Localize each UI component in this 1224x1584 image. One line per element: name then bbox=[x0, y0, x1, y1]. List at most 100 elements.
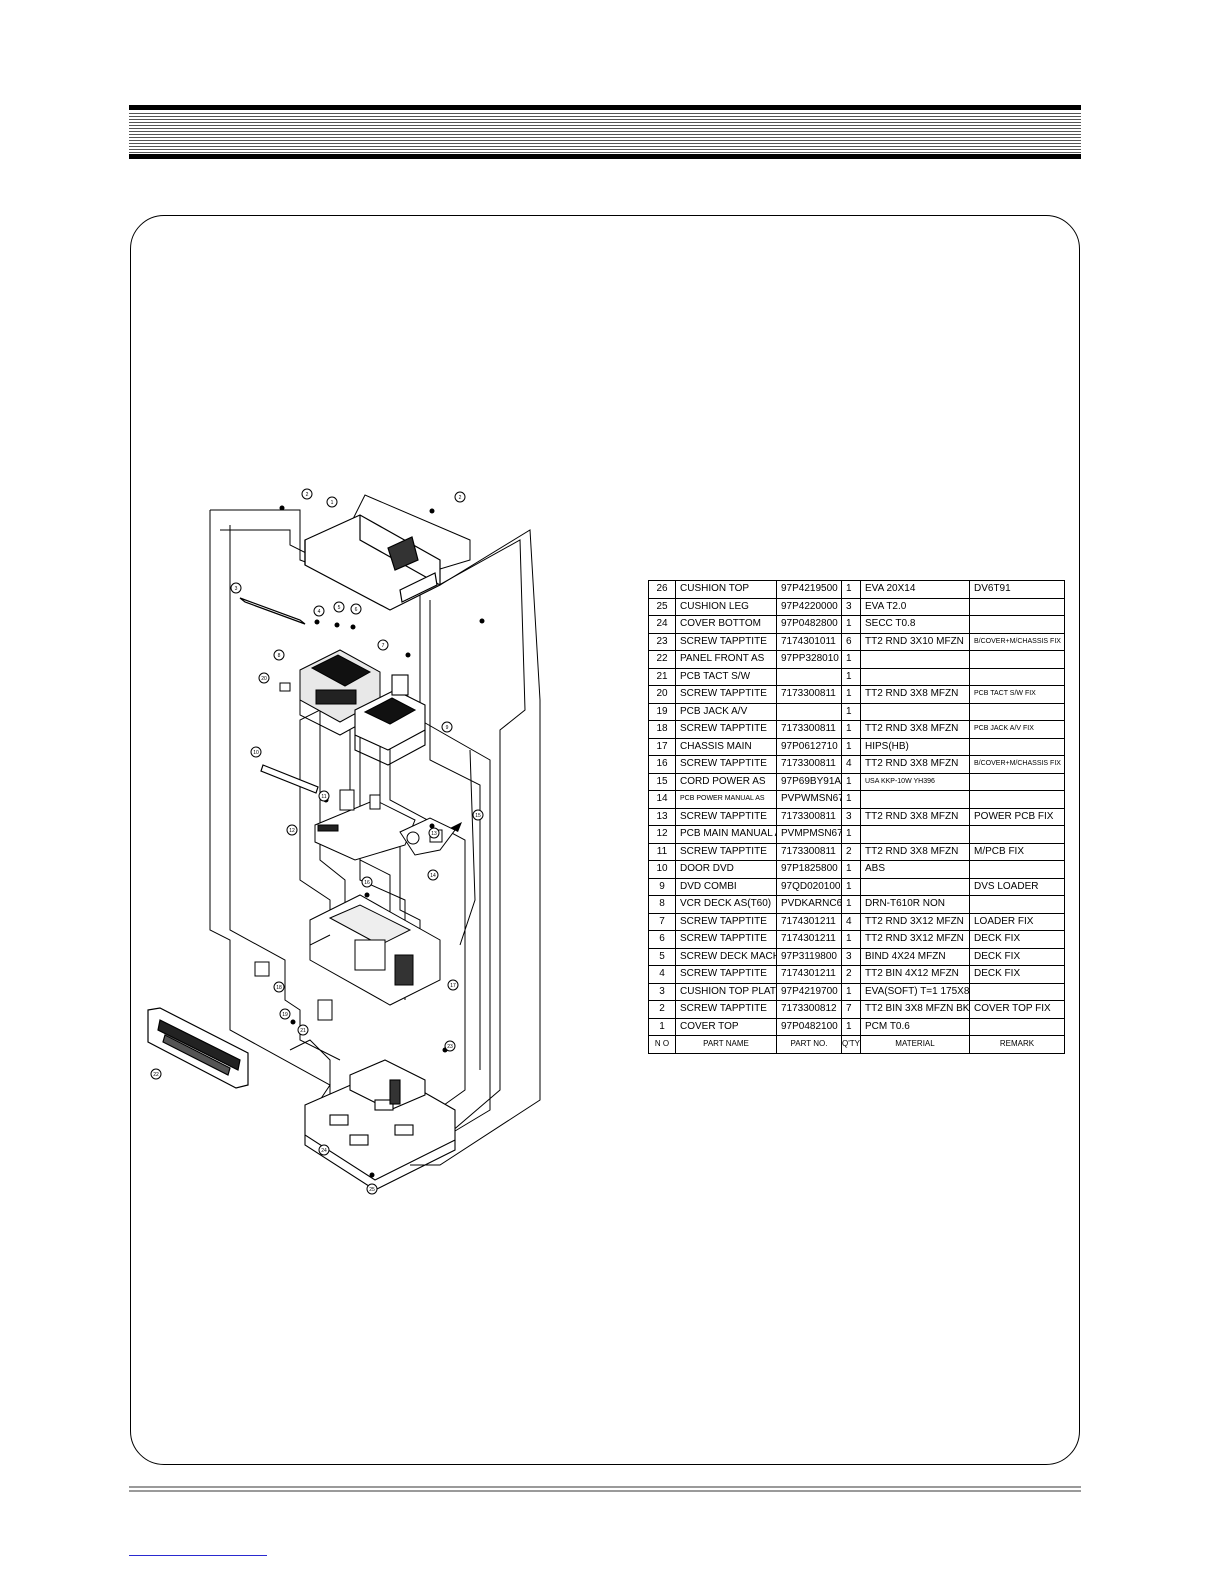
cell-remark: DECK FIX bbox=[969, 947, 1065, 966]
callout-label: 14 bbox=[430, 873, 436, 879]
cell-material: EVA T2.0 bbox=[860, 597, 970, 616]
cell-part-name: CORD POWER AS bbox=[675, 772, 777, 791]
cell-qty: 1 bbox=[841, 860, 861, 879]
cell-part-name: PANEL FRONT AS bbox=[675, 650, 777, 669]
header-no: N O bbox=[648, 1035, 676, 1054]
cell-qty: 3 bbox=[841, 597, 861, 616]
cell-material: SECC T0.8 bbox=[860, 615, 970, 634]
callout-circle bbox=[447, 979, 459, 991]
cell-qty: 1 bbox=[841, 650, 861, 669]
header-bar bbox=[129, 105, 1081, 160]
cell-qty: 1 bbox=[841, 982, 861, 1001]
cell-part-name: SCREW TAPPTITE bbox=[675, 965, 777, 984]
cell-remark: B/COVER+M/CHASSIS FIX bbox=[969, 632, 1065, 651]
cell-remark bbox=[969, 615, 1065, 634]
cell-remark bbox=[969, 702, 1065, 721]
cell-material: TT2 RND 3X8 MFZN bbox=[860, 755, 970, 774]
cell-qty: 1 bbox=[841, 877, 861, 896]
callout-label: 5 bbox=[338, 605, 341, 611]
cell-no: 2 bbox=[648, 1000, 676, 1019]
cell-material: USA KKP-10W YH396 bbox=[860, 772, 970, 791]
callout-label: 7 bbox=[382, 643, 385, 649]
callout-label: 19 bbox=[282, 1012, 288, 1018]
cell-material: TT2 RND 3X8 MFZN bbox=[860, 842, 970, 861]
cell-part-no: 97PP328010 bbox=[776, 650, 842, 669]
callout-circle bbox=[472, 809, 484, 821]
cell-qty: 1 bbox=[841, 737, 861, 756]
cell-qty: 1 bbox=[841, 702, 861, 721]
callout-label: 4 bbox=[318, 609, 321, 615]
cell-part-no: 7174301211 bbox=[776, 965, 842, 984]
cell-part-name: CUSHION LEG bbox=[675, 597, 777, 616]
cell-part-name: CHASSIS MAIN bbox=[675, 737, 777, 756]
cell-remark: M/PCB FIX bbox=[969, 842, 1065, 861]
cell-part-name: PCB TACT S/W bbox=[675, 667, 777, 686]
cell-part-name: SCREW TAPPTITE bbox=[675, 755, 777, 774]
callout-circle bbox=[361, 876, 373, 888]
cell-part-name: PCB MAIN MANUAL AS bbox=[675, 825, 777, 844]
cell-material: TT2 RND 3X8 MFZN bbox=[860, 720, 970, 739]
callout-label: 2 bbox=[306, 492, 309, 498]
cell-part-name: CUSHION TOP bbox=[675, 580, 777, 599]
cell-material: EVA 20X14 bbox=[860, 580, 970, 599]
cell-remark: PCB TACT S/W FIX bbox=[969, 685, 1065, 704]
cell-part-name: CUSHION TOP PLATE bbox=[675, 982, 777, 1001]
cell-remark bbox=[969, 737, 1065, 756]
cell-remark bbox=[969, 790, 1065, 809]
cell-remark bbox=[969, 982, 1065, 1001]
cell-qty: 1 bbox=[841, 720, 861, 739]
cell-qty: 3 bbox=[841, 947, 861, 966]
cell-part-name: PCB JACK A/V bbox=[675, 702, 777, 721]
cell-part-name: SCREW TAPPTITE bbox=[675, 807, 777, 826]
callout-label: 3 bbox=[235, 586, 238, 592]
callout-label: 10 bbox=[253, 750, 259, 756]
cell-no: 5 bbox=[648, 947, 676, 966]
callout-label: 13 bbox=[431, 831, 437, 837]
callout-label: 6 bbox=[355, 607, 358, 613]
callout-circle bbox=[297, 1024, 309, 1036]
cell-qty: 6 bbox=[841, 632, 861, 651]
callout-label: 20 bbox=[261, 676, 267, 682]
callout-circle bbox=[313, 605, 325, 617]
callout-circle bbox=[326, 496, 338, 508]
cell-remark: DECK FIX bbox=[969, 965, 1065, 984]
cell-material bbox=[860, 790, 970, 809]
cell-part-name: SCREW TAPPTITE bbox=[675, 632, 777, 651]
cell-remark bbox=[969, 860, 1065, 879]
callout-circle bbox=[444, 1040, 456, 1052]
callout-label: 8 bbox=[278, 653, 281, 659]
cell-qty: 1 bbox=[841, 895, 861, 914]
cell-no: 25 bbox=[648, 597, 676, 616]
cell-part-no bbox=[776, 702, 842, 721]
cell-no: 26 bbox=[648, 580, 676, 599]
cell-part-no: 97P3119800 bbox=[776, 947, 842, 966]
cell-part-no: PVPWMSN672 bbox=[776, 790, 842, 809]
callout-label: 21 bbox=[300, 1028, 306, 1034]
cell-remark bbox=[969, 667, 1065, 686]
callout-circle bbox=[427, 869, 439, 881]
cell-remark bbox=[969, 895, 1065, 914]
footer-link-underline bbox=[129, 1555, 267, 1556]
cell-qty: 1 bbox=[841, 1017, 861, 1036]
cell-material: TT2 BIN 4X12 MFZN bbox=[860, 965, 970, 984]
cell-part-no bbox=[776, 667, 842, 686]
cell-material bbox=[860, 825, 970, 844]
cell-qty: 1 bbox=[841, 772, 861, 791]
cell-no: 15 bbox=[648, 772, 676, 791]
cell-qty: 1 bbox=[841, 685, 861, 704]
cell-no: 12 bbox=[648, 825, 676, 844]
cell-material: TT2 RND 3X12 MFZN bbox=[860, 912, 970, 931]
callout-circle bbox=[301, 488, 313, 500]
cell-remark: DV6T91 bbox=[969, 580, 1065, 599]
